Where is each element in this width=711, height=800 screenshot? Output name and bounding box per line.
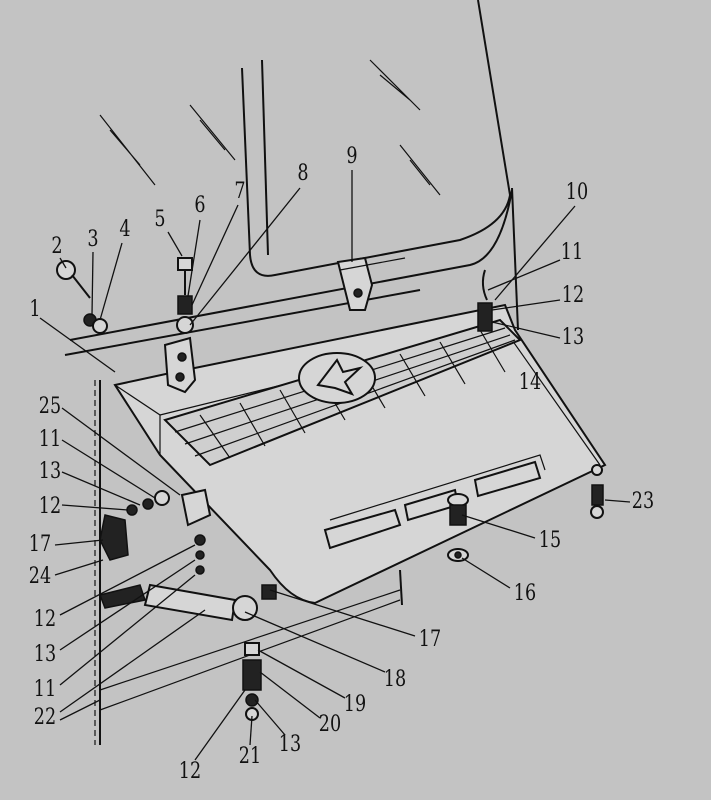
- label-4: 4: [119, 216, 130, 241]
- label-11-right: 11: [561, 239, 583, 264]
- label-11-lower: 11: [34, 676, 56, 701]
- label-13-bottom: 13: [279, 731, 301, 756]
- label-9: 9: [346, 143, 357, 168]
- hinge-left: [163, 336, 197, 394]
- label-17-bottom: 17: [419, 626, 441, 651]
- label-6: 6: [194, 192, 205, 217]
- label-8: 8: [297, 160, 308, 185]
- label-24: 24: [29, 563, 51, 588]
- label-13-left: 13: [39, 458, 61, 483]
- label-16: 16: [514, 580, 536, 605]
- label-12-bottom: 12: [179, 758, 201, 783]
- fasteners: [56, 257, 604, 721]
- label-13-right: 13: [562, 324, 584, 349]
- label-3: 3: [87, 226, 98, 251]
- label-18: 18: [384, 666, 406, 691]
- label-7: 7: [234, 178, 245, 203]
- label-12-right: 12: [562, 282, 584, 307]
- label-13-lower: 13: [34, 641, 56, 666]
- leader-lines: [39, 170, 631, 761]
- label-10: 10: [566, 179, 588, 204]
- label-25: 25: [39, 393, 61, 418]
- label-12-left: 12: [39, 493, 61, 518]
- label-14: 14: [519, 369, 541, 394]
- label-11-left: 11: [39, 426, 61, 451]
- cab-frame: [64, 0, 519, 745]
- label-5: 5: [154, 206, 165, 231]
- label-15: 15: [539, 527, 561, 552]
- label-2: 2: [51, 233, 62, 258]
- label-1: 1: [29, 296, 40, 321]
- label-12-lower: 12: [34, 606, 56, 631]
- label-20: 20: [319, 711, 341, 736]
- label-21: 21: [239, 743, 261, 768]
- label-22: 22: [34, 704, 56, 729]
- label-23: 23: [632, 488, 654, 513]
- star-emblem-icon: [316, 358, 364, 396]
- part-labels: 1 2 3 4 5 6 7 8 9 10 11 12 13 14 25 11 1…: [29, 143, 654, 783]
- emblem: [298, 352, 376, 404]
- hood-panel: [113, 303, 607, 605]
- gas-strut: [143, 583, 237, 622]
- label-17-left: 17: [29, 531, 51, 556]
- hinge-center: [336, 256, 406, 311]
- label-19: 19: [344, 691, 366, 716]
